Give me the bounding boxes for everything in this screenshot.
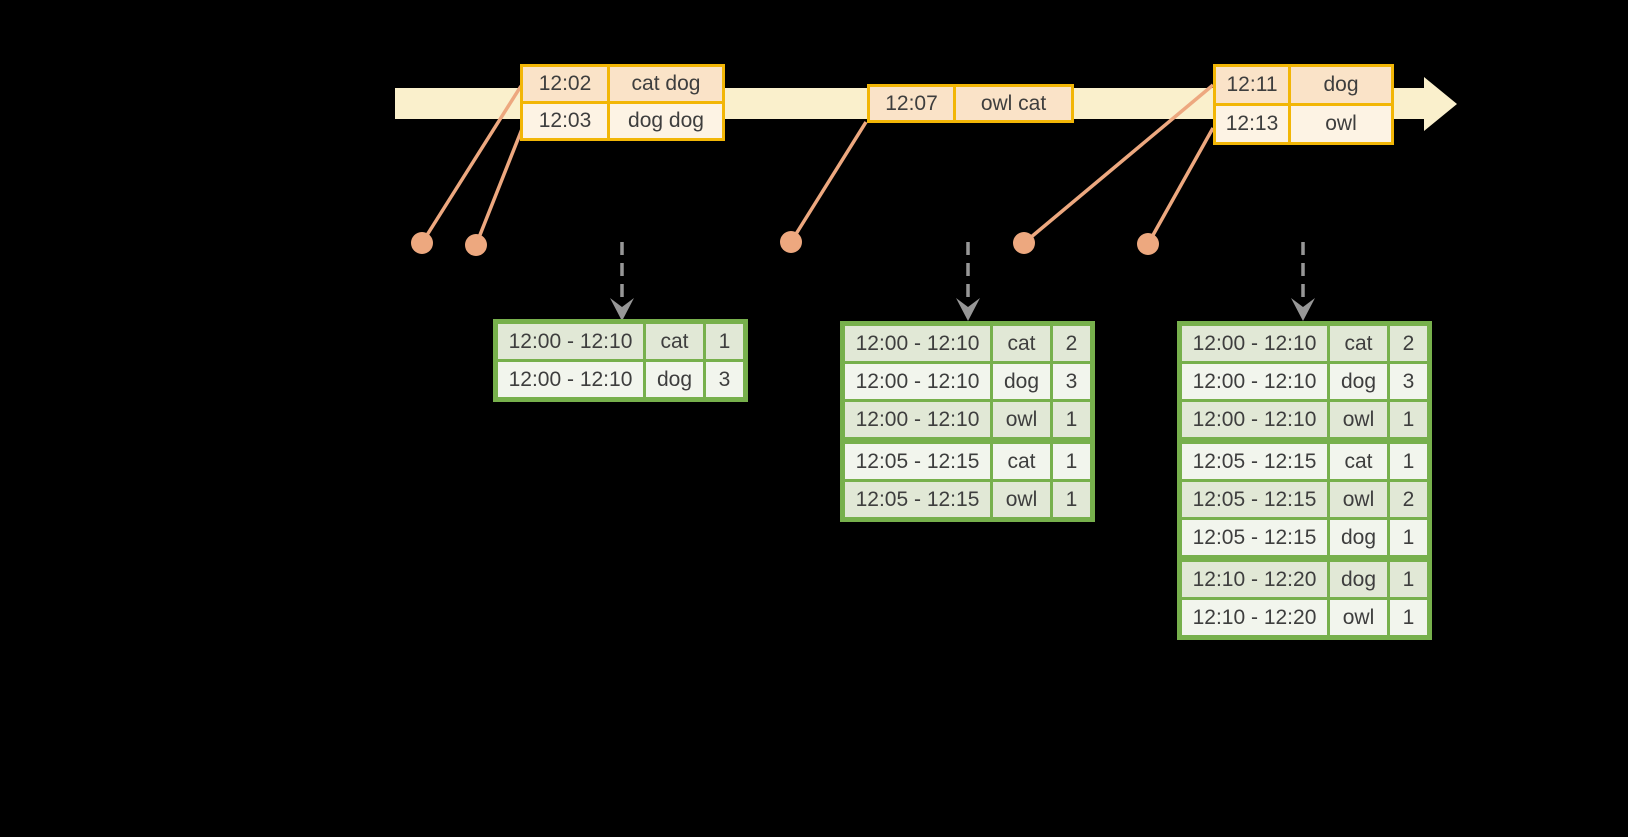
count-cell: 1 [1390,562,1427,597]
event-words: dog dog [610,104,722,138]
count-cell: 1 [1390,520,1427,555]
word-cell: owl [1330,600,1387,635]
event-time: 12:13 [1216,106,1288,142]
table-row: 12:00 - 12:10 dog 3 [845,364,1090,399]
count-cell: 2 [1390,482,1427,517]
arrow-down-head-icon [1291,298,1315,321]
count-cell: 1 [1390,402,1427,437]
window-cell: 12:00 - 12:10 [498,362,643,397]
window-cell: 12:00 - 12:10 [1182,326,1327,361]
window-cell: 12:05 - 12:15 [845,482,990,517]
window-cell: 12:05 - 12:15 [845,444,990,479]
count-cell: 3 [1390,364,1427,399]
window-cell: 12:05 - 12:15 [1182,482,1327,517]
event-connector-line [1146,127,1215,245]
event-connector-line [420,85,523,244]
table-row: 12:00 - 12:10 cat 1 [498,324,743,359]
word-cell: dog [1330,520,1387,555]
count-cell: 3 [706,362,743,397]
event-connector-line [474,128,524,246]
table-row: 12:00 - 12:10 owl 1 [1182,402,1427,437]
event-words: owl cat [956,87,1071,120]
event-row: 12:13 owl [1216,106,1391,142]
word-cell: owl [993,482,1050,517]
window-cell: 12:00 - 12:10 [1182,402,1327,437]
count-cell: 1 [706,324,743,359]
word-cell: owl [1330,482,1387,517]
word-cell: owl [993,402,1050,437]
window-cell: 12:00 - 12:10 [845,402,990,437]
window-cell: 12:10 - 12:20 [1182,600,1327,635]
circle-dot-icon [465,234,487,256]
arrow-down-head-icon [956,298,980,321]
word-cell: cat [646,324,703,359]
table-row: 12:05 - 12:15 owl 2 [1182,482,1427,517]
count-cell: 1 [1053,402,1090,437]
table-row: 12:00 - 12:10 cat 2 [845,326,1090,361]
word-cell: cat [1330,326,1387,361]
event-connector-line [1022,83,1215,245]
table-row: 12:00 - 12:10 dog 3 [498,362,743,397]
event-time: 12:07 [870,87,953,120]
count-cell: 1 [1390,600,1427,635]
event-box-1: 12:02 cat dog 12:03 dog dog [520,64,725,141]
event-time: 12:11 [1216,67,1288,103]
table-row: 12:10 - 12:20 dog 1 [1182,562,1427,597]
table-row: 12:05 - 12:15 cat 1 [1182,444,1427,479]
circle-dot-icon [780,231,802,253]
table-row: 12:10 - 12:20 owl 1 [1182,600,1427,635]
count-cell: 1 [1053,482,1090,517]
window-cell: 12:05 - 12:15 [1182,444,1327,479]
event-words: dog [1291,67,1391,103]
count-cell: 3 [1053,364,1090,399]
count-cell: 1 [1053,444,1090,479]
table-row: 12:00 - 12:10 owl 1 [845,402,1090,437]
result-table-3: 12:00 - 12:10 cat 2 12:00 - 12:10 dog 3 … [1177,321,1432,640]
word-cell: owl [1330,402,1387,437]
table-row: 12:05 - 12:15 cat 1 [845,444,1090,479]
word-cell: dog [1330,364,1387,399]
event-row: 12:02 cat dog [523,67,722,101]
event-row: 12:07 owl cat [870,87,1071,120]
arrow-down-head-icon [610,298,634,321]
window-cell: 12:00 - 12:10 [1182,364,1327,399]
table-row: 12:05 - 12:15 owl 1 [845,482,1090,517]
table-row: 12:00 - 12:10 dog 3 [1182,364,1427,399]
event-box-2: 12:07 owl cat [867,84,1074,123]
word-cell: dog [1330,562,1387,597]
event-time: 12:02 [523,67,607,101]
window-cell: 12:05 - 12:15 [1182,520,1327,555]
window-cell: 12:00 - 12:10 [498,324,643,359]
window-cell: 12:00 - 12:10 [845,326,990,361]
event-row: 12:11 dog [1216,67,1391,103]
circle-dot-icon [1013,232,1035,254]
table-row: 12:05 - 12:15 dog 1 [1182,520,1427,555]
result-table-1: 12:00 - 12:10 cat 1 12:00 - 12:10 dog 3 [493,319,748,402]
word-cell: dog [993,364,1050,399]
event-row: 12:03 dog dog [523,104,722,138]
count-cell: 1 [1390,444,1427,479]
window-cell: 12:10 - 12:20 [1182,562,1327,597]
result-table-2: 12:00 - 12:10 cat 2 12:00 - 12:10 dog 3 … [840,321,1095,522]
event-connector-line [789,121,868,243]
circle-dot-icon [411,232,433,254]
arrow-right-icon [1424,77,1457,131]
window-cell: 12:00 - 12:10 [845,364,990,399]
event-box-3: 12:11 dog 12:13 owl [1213,64,1394,145]
count-cell: 2 [1053,326,1090,361]
circle-dot-icon [1137,233,1159,255]
table-row: 12:00 - 12:10 cat 2 [1182,326,1427,361]
event-words: cat dog [610,67,722,101]
event-words: owl [1291,106,1391,142]
word-cell: dog [646,362,703,397]
word-cell: cat [993,444,1050,479]
event-time: 12:03 [523,104,607,138]
count-cell: 2 [1390,326,1427,361]
word-cell: cat [1330,444,1387,479]
word-cell: cat [993,326,1050,361]
